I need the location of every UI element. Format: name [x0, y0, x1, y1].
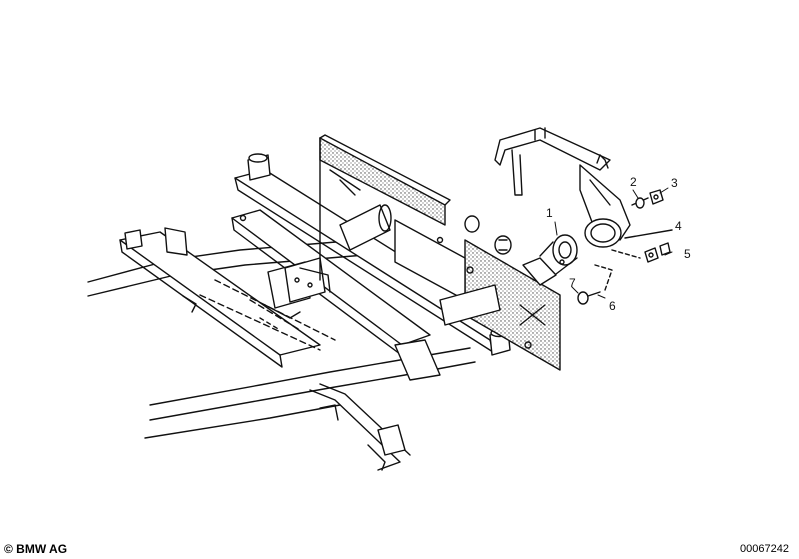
callout-2: 2 [630, 175, 637, 189]
center-mount-brackets [264, 257, 331, 319]
part-5-nuts [644, 242, 671, 263]
rubber-bushings [464, 215, 512, 255]
callout-5: 5 [684, 247, 691, 261]
callout-6: 6 [609, 299, 616, 313]
copyright-label: © BMW AG [4, 542, 68, 556]
callout-4: 4 [675, 219, 682, 233]
part-1-bearing-sleeve [522, 234, 578, 286]
callout-1: 1 [546, 206, 553, 220]
middle-cross-member [199, 209, 431, 358]
rear-cross-member [309, 339, 441, 471]
callout-3: 3 [671, 176, 678, 190]
callout-leaders [554, 187, 673, 299]
upper-support-arm [494, 127, 631, 248]
mounting-plate [319, 134, 561, 371]
connecting-tube [339, 204, 501, 326]
parts-2-3-bolt-nut [631, 189, 664, 209]
callout-7: 7 [569, 276, 576, 290]
part-6-7-screw [577, 291, 601, 305]
part-4-leader [594, 229, 673, 291]
image-number: 00067242 [740, 543, 789, 555]
